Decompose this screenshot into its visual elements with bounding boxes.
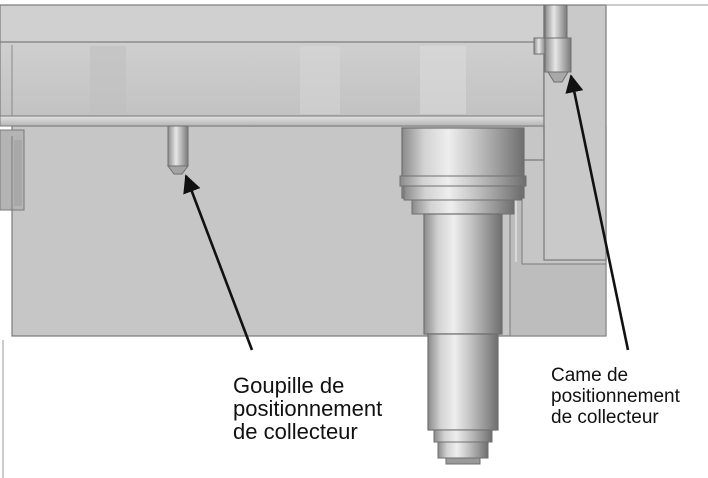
cam-label: Came de positionnement de collecteur xyxy=(551,365,680,429)
pin-label-line2: positionnement xyxy=(233,396,383,422)
cam-label-line2: positionnement xyxy=(551,385,680,407)
locating-pin xyxy=(167,125,189,175)
locating-cam xyxy=(533,4,572,83)
pin-arrow xyxy=(183,174,254,351)
pin-label-line3: de collecteur xyxy=(233,419,358,445)
cam-label-line1: Came de xyxy=(551,365,629,386)
pin-label-line1: Goupille de xyxy=(233,373,345,398)
pin-label: Goupille de positionnement de collecteur xyxy=(233,374,382,443)
nozzle-assembly xyxy=(399,127,527,465)
manifold-body xyxy=(0,4,545,130)
cam-label-line3: de collecteur xyxy=(551,406,659,428)
cam-arrow xyxy=(565,74,630,351)
